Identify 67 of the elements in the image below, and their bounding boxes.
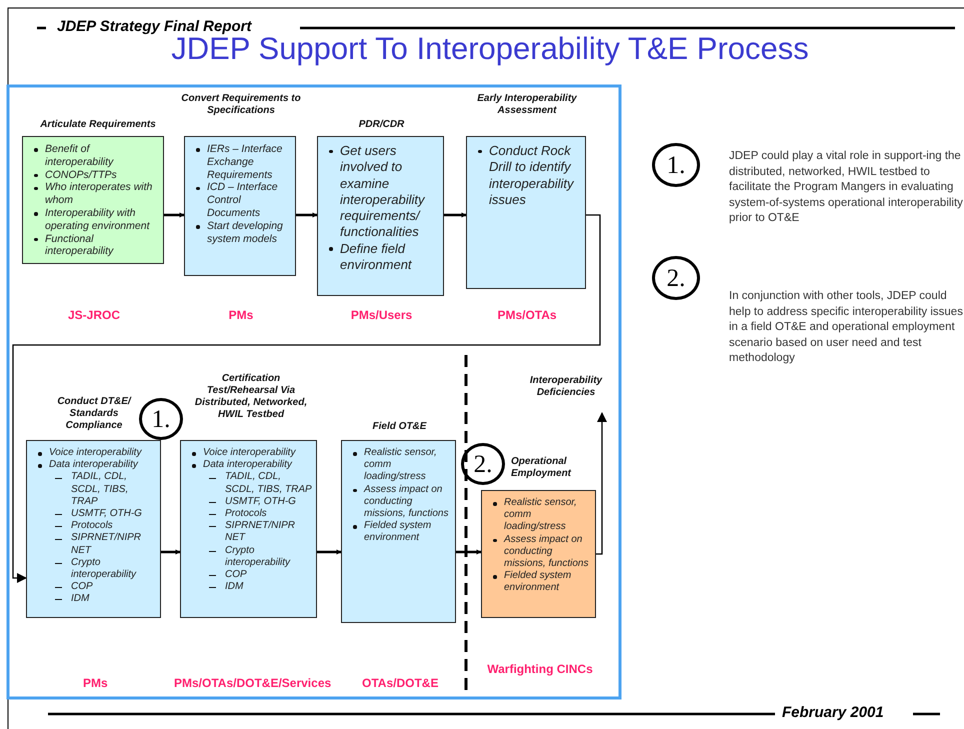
bullet-item: IERs – Interface Exchange Requirements	[189, 143, 291, 182]
bullet-item: Voice interoperability	[31, 447, 156, 460]
bullet-item: Assess impact on conducting missions, functions	[346, 484, 451, 520]
flow-arrow	[444, 212, 466, 218]
bullet-item: Crypto interoperability	[185, 544, 312, 569]
outcome-label: Interoperability Deficiencies	[528, 375, 604, 399]
bullet-item: IDM	[31, 593, 156, 606]
report-name: JDEP Strategy Final Report	[57, 19, 252, 34]
responsible-party-label: PMs/OTAs/DOT&E/Services	[174, 677, 332, 689]
bullet-item: Data interoperability	[185, 459, 312, 472]
bullet-item: Functional interoperability	[27, 232, 159, 258]
flow-arrow	[164, 212, 184, 218]
box-heading: PDR/CDR	[358, 119, 406, 131]
bullet-item: Assess impact on conducting missions, functions	[486, 534, 591, 570]
bullet-item: Fielded system environment	[346, 520, 451, 544]
bullet-item: Interoperability with operating environment	[27, 206, 159, 233]
bullet-item: ICD – Interface Control Documents	[189, 181, 291, 220]
number-circle: 2.	[461, 443, 505, 485]
bullet-item: Crypto interoperability	[31, 556, 156, 582]
bullet-item: USMTF, OTH-G	[31, 508, 156, 520]
responsible-party-label: PMs	[83, 677, 108, 689]
box-heading: Convert Requirements to Specifications	[180, 93, 302, 117]
bullet-item: Define field environment	[322, 240, 439, 273]
bullet-item: COP	[185, 568, 312, 582]
bullet-item: Protocols	[31, 520, 156, 532]
flow-arrow	[596, 412, 607, 555]
box-heading: Early Interoperability Assessment	[476, 93, 578, 117]
bullet-item: Who interoperates with whom	[27, 181, 159, 207]
box-heading: Operational Employment	[511, 456, 572, 480]
flow-arrow	[296, 212, 318, 218]
bullet-item: Realistic sensor, comm loading/stress	[486, 497, 591, 534]
flow-arrow	[456, 550, 482, 554]
bullet-item: Realistic sensor, comm loading/stress	[346, 447, 451, 484]
bullet-item: TADIL, CDL, SCDL, TIBS, TRAP	[185, 471, 312, 496]
bullet-item: CONOPs/TTPs	[27, 168, 159, 182]
note-paragraph: JDEP could play a vital role in support-ing the distributed, networked, HWIL testbed to facilitate the Program Mangers in evaluating system-of-systems operational interoperability prior to OT&E	[729, 149, 963, 226]
bullet-item: Conduct Rock Drill to identify interoperability issues	[471, 143, 581, 208]
responsible-party-label: PMs/OTAs	[496, 308, 558, 322]
box-heading: Articulate Requirements	[39, 119, 157, 131]
responsible-party-label: JS-JROC	[66, 308, 121, 322]
responsible-party-label: PMs/Users	[350, 308, 414, 322]
bullet-item: TADIL, CDL, SCDL, TIBS, TRAP	[31, 471, 156, 508]
number-circle: 1.	[139, 398, 183, 440]
bullet-item: Voice interoperability	[185, 447, 312, 460]
note-paragraph: In conjunction with other tools, JDEP could help to address specific interoperability issues in a field OT&E and operational employment scenario based on user need and test methodology	[729, 289, 963, 366]
bullet-item: USMTF, OTH-G	[185, 496, 312, 508]
responsible-party-label: OTAs/DOT&E	[362, 677, 438, 689]
bullet-item: Data interoperability	[31, 459, 156, 472]
bullet-item: Get users involved to examine interoperability requirements/ functionalities	[322, 143, 439, 240]
flow-arrow	[317, 550, 342, 554]
box-heading: Certification Test/Rehearsal Via Distributed, Networked, HWIL Testbed	[194, 373, 308, 421]
bullet-item: SIPRNET/NIPR NET	[185, 520, 312, 544]
bullet-item: COP	[31, 581, 156, 594]
bullet-item: Fielded system environment	[486, 570, 591, 594]
bullet-item: IDM	[185, 581, 312, 594]
box-heading: Conduct DT&E/ Standards Compliance	[56, 396, 132, 432]
bullet-item: Start developing system models	[189, 220, 291, 246]
box-heading: Field OT&E	[372, 421, 428, 433]
bullet-item: Protocols	[185, 508, 312, 520]
responsible-party-label: PMs	[228, 308, 254, 322]
bullet-item: SIPRNET/NIPR NET	[31, 532, 156, 557]
date-label: February 2001	[782, 705, 884, 720]
page-title: JDEP Support To Interoperability T&E Process	[171, 33, 810, 64]
flow-arrow	[161, 550, 180, 554]
flow-arrow	[12, 214, 601, 583]
responsible-party-label: Warfighting CINCs	[486, 662, 594, 676]
bullet-item: Benefit of interoperability	[27, 143, 159, 169]
